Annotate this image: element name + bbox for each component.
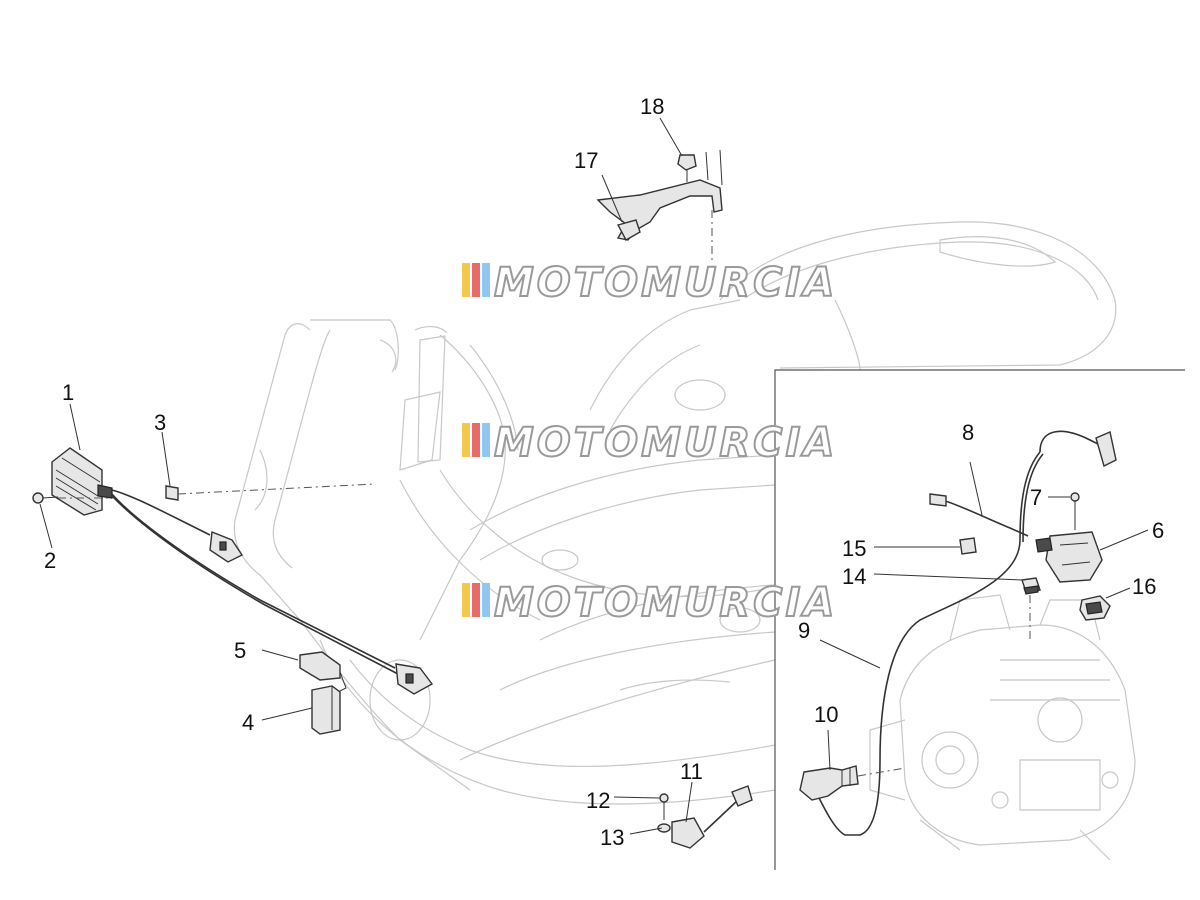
assembly-line-10 — [857, 767, 906, 777]
part-9-ht-lead-2 — [1022, 453, 1044, 543]
callout-18: 18 — [640, 94, 664, 119]
callout-1: 1 — [62, 380, 74, 405]
callout-9: 9 — [798, 618, 810, 643]
connector-b — [395, 663, 434, 695]
part-15-grommet — [959, 537, 977, 555]
leader-lines — [39, 117, 1149, 835]
part-9-spark-cap — [1095, 431, 1117, 468]
watermark-bottom: MOTOMURCIA — [462, 579, 837, 627]
callouts: 1 2 3 4 5 6 7 8 9 10 11 12 13 14 15 16 1… — [44, 94, 1164, 850]
part-8-cable — [941, 499, 1029, 537]
part-3-clip — [165, 485, 179, 501]
callout-8: 8 — [962, 420, 974, 445]
callout-14: 14 — [842, 564, 866, 589]
part-13-washer — [657, 823, 671, 833]
part-18-clip-nut — [677, 154, 697, 182]
callout-12: 12 — [586, 788, 610, 813]
callout-4: 4 — [242, 710, 254, 735]
assembly-line-3 — [177, 483, 376, 495]
part-5-relay-holder — [299, 651, 347, 693]
callout-2: 2 — [44, 548, 56, 573]
callout-3: 3 — [154, 410, 166, 435]
part-8-connector — [929, 493, 947, 507]
callout-11: 11 — [680, 759, 703, 784]
watermark-top: MOTOMURCIA — [462, 259, 837, 307]
watermark-text: MOTOMURCIA — [494, 420, 837, 466]
part-1-voltage-regulator — [51, 447, 113, 516]
watermark-text: MOTOMURCIA — [494, 260, 837, 306]
part-17-bracket — [596, 149, 723, 241]
part-16-rubber-cover — [1079, 595, 1111, 621]
part-11-sensor — [671, 785, 753, 849]
callout-16: 16 — [1132, 574, 1156, 599]
callout-6: 6 — [1152, 518, 1164, 543]
callout-13: 13 — [600, 825, 624, 850]
part-14-clip — [1021, 577, 1041, 595]
part-9-ht-lead — [814, 430, 1103, 836]
part-12-screw — [659, 793, 669, 820]
part-10-spark-plug — [799, 765, 859, 801]
watermark-text: MOTOMURCIA — [494, 580, 837, 626]
callout-7: 7 — [1030, 485, 1042, 510]
engine-detail-inset-frame — [774, 369, 1185, 870]
callout-17: 17 — [574, 148, 598, 173]
callout-15: 15 — [842, 536, 866, 561]
scooter-frame-outline — [233, 221, 1117, 805]
part-2-screw — [32, 492, 59, 504]
part-6-ignition-coil — [1035, 531, 1103, 583]
regulator-wiring-2 — [111, 495, 399, 675]
engine-illustration — [869, 594, 1136, 861]
callout-5: 5 — [234, 638, 246, 663]
connector-a — [209, 531, 244, 563]
watermark-middle: MOTOMURCIA — [462, 419, 837, 467]
part-4-relay — [311, 685, 341, 735]
regulator-wiring — [111, 489, 396, 669]
part-7-bolt — [1070, 492, 1080, 530]
callout-10: 10 — [814, 702, 838, 727]
